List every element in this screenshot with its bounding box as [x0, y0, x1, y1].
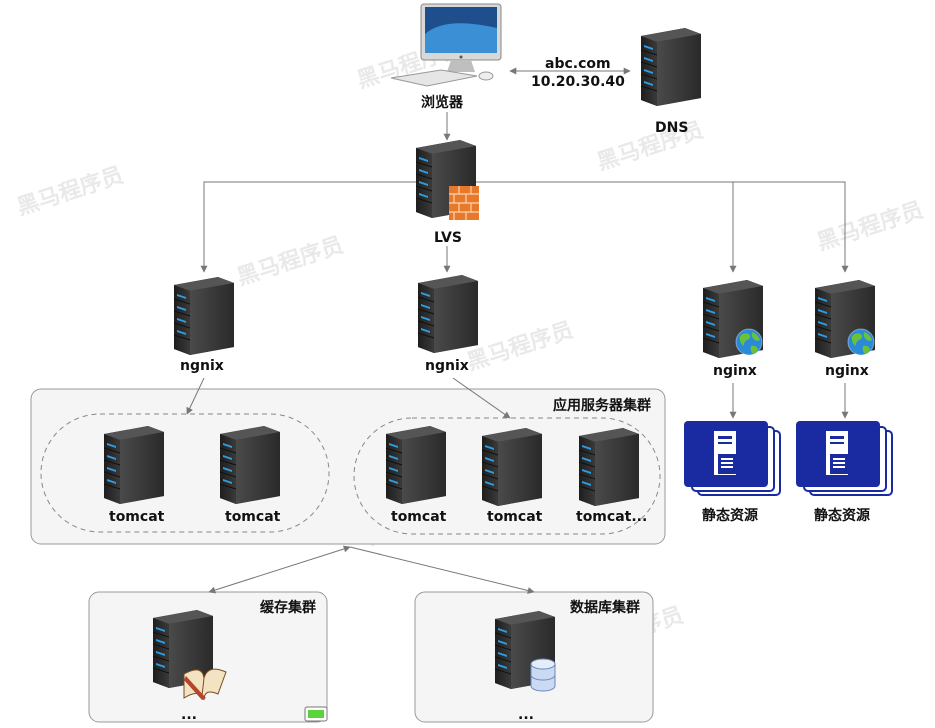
dns-label: DNS: [655, 120, 688, 136]
firewall-icon: [449, 186, 479, 220]
nginx-label: nginx: [713, 363, 757, 379]
svg-text:黑马程序员: 黑马程序员: [814, 197, 927, 256]
dns-server-icon: [640, 27, 702, 107]
svg-text:黑马程序员: 黑马程序员: [14, 162, 127, 221]
lvs-branch-line: [203, 181, 846, 272]
tomcat-label: tomcat: [487, 509, 543, 525]
watermark: 黑马程序员 黑马程序员 黑马程序员 黑马程序员 黑马程序员 黑马程序员 黑马程序…: [14, 35, 927, 671]
svg-text:黑马程序员: 黑马程序员: [464, 317, 577, 376]
nginx-label: nginx: [825, 363, 869, 379]
tomcat-label: tomcat...: [576, 509, 647, 525]
dns-ip: 10.20.30.40: [531, 74, 625, 90]
globe-icon: [847, 328, 875, 356]
tomcat-server-icon: [578, 427, 640, 507]
svg-text:黑马程序员: 黑马程序员: [594, 117, 707, 176]
db-ellipsis: ...: [518, 707, 534, 723]
battery-icon: [304, 706, 328, 722]
app-db-arrow: [349, 546, 535, 594]
nginx-server-icon: [173, 276, 235, 356]
nginx-server-icon: [417, 274, 479, 354]
tomcat-server-icon: [481, 427, 543, 507]
static-resource-icon: [683, 420, 781, 496]
database-icon: [530, 658, 556, 692]
static-resource-label: 静态资源: [702, 507, 758, 524]
browser-label: 浏览器: [421, 94, 464, 111]
static-resource-icon: [795, 420, 893, 496]
app-cache-arrow: [208, 545, 351, 594]
tomcat-label: tomcat: [109, 509, 165, 525]
app-cluster-box: [30, 388, 666, 545]
connections: [186, 67, 849, 594]
dns-domain: abc.com: [545, 56, 611, 72]
tomcat-server-icon: [103, 425, 165, 505]
globe-icon: [735, 328, 763, 356]
tomcat-server-icon: [385, 425, 447, 505]
db-cluster-title: 数据库集群: [570, 599, 640, 616]
tomcat-server-icon: [219, 425, 281, 505]
nginx2-tomcat-arrow: [452, 377, 511, 419]
lvs-label: LVS: [434, 230, 462, 246]
tomcat-label: tomcat: [391, 509, 447, 525]
nginx-label: ngnix: [180, 358, 224, 374]
cache-cluster-title: 缓存集群: [260, 599, 316, 616]
book-icon: [183, 668, 227, 701]
browser-computer-icon: [390, 3, 502, 87]
nginx-label: ngnix: [425, 358, 469, 374]
nginx1-tomcat-arrow: [186, 377, 205, 415]
svg-text:黑马程序员: 黑马程序员: [234, 232, 347, 291]
app-cluster-title: 应用服务器集群: [553, 397, 651, 414]
tomcat-label: tomcat: [225, 509, 281, 525]
tomcat-group-left: [40, 413, 330, 533]
static-resource-label: 静态资源: [814, 507, 870, 524]
cache-ellipsis: ...: [181, 707, 197, 723]
